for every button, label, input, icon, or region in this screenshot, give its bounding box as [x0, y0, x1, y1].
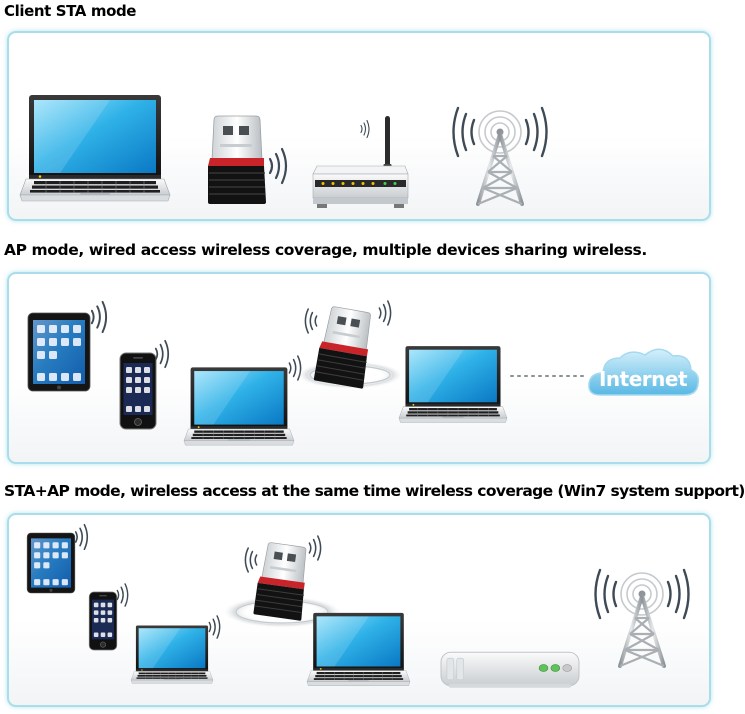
sta-ap-mode-devices [26, 523, 691, 689]
internet-label: Internet [599, 367, 688, 391]
tablet-icon [27, 312, 91, 392]
wifi-wave-icon [304, 308, 318, 334]
smartphone-icon [119, 352, 157, 430]
smartphone-icon [88, 591, 118, 651]
cell-tower-icon [451, 106, 549, 206]
wifi-wave-icon [90, 300, 108, 334]
wifi-wave-icon [378, 300, 392, 326]
laptop-icon [130, 625, 214, 684]
wifi-wave-icon [154, 339, 170, 369]
wifi-wave-icon [116, 583, 129, 607]
tablet-icon [26, 532, 76, 594]
section-title-ap-mode: AP mode, wired access wireless coverage,… [4, 241, 647, 259]
client-sta-devices [19, 94, 549, 209]
wifi-wave-icon [268, 147, 288, 185]
section-title-sta-ap-mode: STA+AP mode, wireless access at the same… [4, 482, 745, 500]
laptop-icon [19, 94, 171, 202]
usb-wifi-adapter-icon [207, 115, 267, 205]
wifi-wave-icon [308, 535, 322, 561]
modem-icon [440, 651, 580, 689]
wifi-wave-icon [74, 523, 89, 551]
wifi-wave-icon [360, 119, 370, 139]
router-icon [312, 115, 409, 209]
internet-cloud-icon: Internet [588, 348, 700, 396]
wifi-wave-icon [244, 547, 258, 573]
laptop-icon [398, 345, 508, 423]
laptop-icon [306, 612, 411, 687]
laptop-icon [183, 367, 295, 446]
ap-mode-devices: Internet [27, 300, 700, 446]
cell-tower-icon [593, 568, 691, 668]
section-title-client-sta: Client STA mode [4, 2, 137, 20]
wifi-wave-icon [208, 615, 221, 639]
